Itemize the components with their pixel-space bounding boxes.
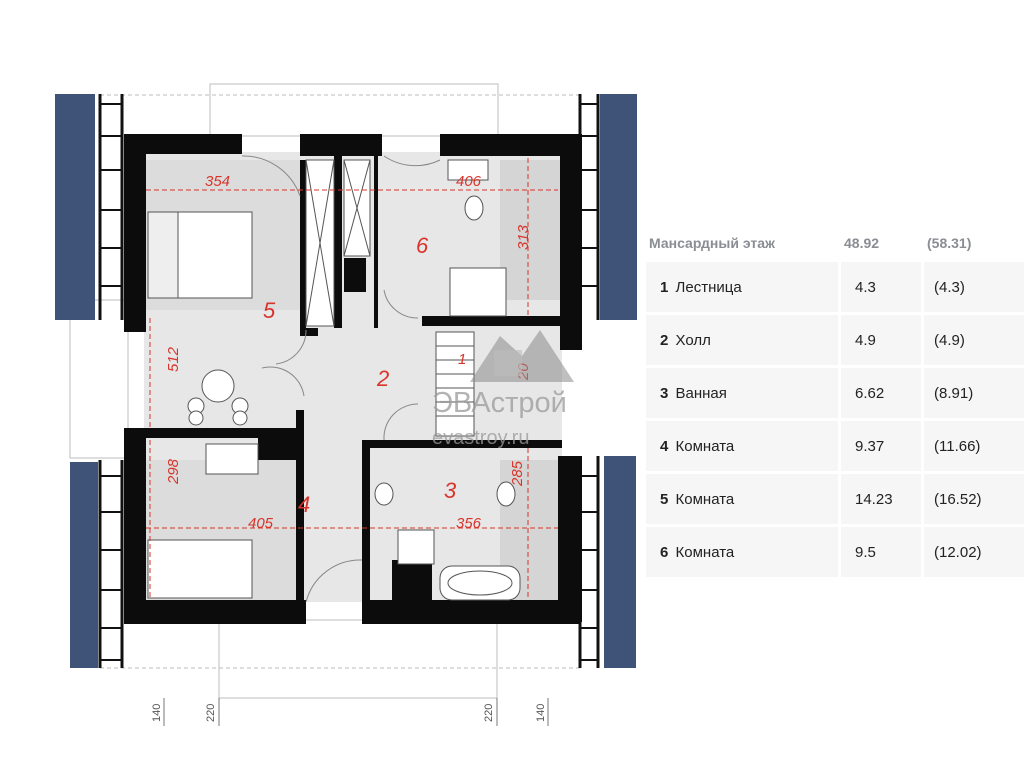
toilet	[464, 195, 484, 221]
room-label-3: 3	[444, 478, 457, 503]
dim-285: 285	[509, 460, 526, 487]
room-area-table: Мансардный этаж 48.92 (58.31) 1 Лестница…	[646, 230, 1024, 580]
stairs	[435, 331, 475, 437]
room-numbers: 5 6 2 4 3	[263, 233, 457, 517]
table	[201, 369, 235, 403]
bottom-dim-140-left: 140	[151, 704, 163, 722]
room-gross-area: (11.66)	[924, 421, 1024, 471]
door-swings	[241, 155, 441, 603]
dim-405: 405	[248, 515, 274, 532]
watermark: ЭВАстрой evastroy.ru	[432, 330, 574, 449]
bed-6	[449, 267, 507, 317]
room-area: 6.62	[841, 368, 924, 418]
room-gross-area: (16.52)	[924, 474, 1024, 524]
roof-panels	[55, 94, 637, 668]
room-number: 4	[660, 437, 669, 455]
room-number: 6	[660, 543, 669, 561]
watermark-title: ЭВАстрой	[432, 387, 567, 419]
table-row: 4 Комната 9.37 (11.66)	[646, 421, 1024, 471]
stair-mark-1: 1	[458, 351, 466, 368]
room-gross-area: (12.02)	[924, 527, 1024, 577]
room-area: 4.9	[841, 315, 924, 365]
bed-4	[147, 539, 253, 599]
bottom-dim-220-right: 220	[483, 704, 495, 722]
room-name: Холл	[675, 331, 711, 349]
table-row: 3 Ванная 6.62 (8.91)	[646, 368, 1024, 418]
room-name: Комната	[675, 543, 735, 561]
furniture	[147, 159, 521, 601]
bottom-dim-220-left: 220	[205, 704, 217, 722]
gross-area-header: (58.31)	[927, 235, 972, 251]
room-area: 9.37	[841, 421, 924, 471]
room-number: 2	[660, 331, 669, 349]
room-name: Лестница	[675, 278, 742, 296]
room-area: 4.3	[841, 262, 924, 312]
sink	[374, 482, 394, 506]
table-row: 2 Холл 4.9 (4.9)	[646, 315, 1024, 365]
room-name: Ванная	[675, 384, 727, 402]
room-gross-area: (8.91)	[924, 368, 1024, 418]
watermark-url: evastroy.ru	[432, 427, 529, 449]
table-row: 6 Комната 9.5 (12.02)	[646, 527, 1024, 577]
table-row: 5 Комната 14.23 (16.52)	[646, 474, 1024, 524]
net-area-header: 48.92	[844, 235, 880, 251]
room-number: 5	[660, 490, 669, 508]
bottom-dim-140-right: 140	[535, 704, 547, 722]
room-label-2: 2	[376, 366, 389, 391]
bottom-dimensions: 140 220 220 140	[151, 704, 547, 722]
floor-plan: 354 406 313 512 298 405 356 285 1 20 5 6…	[55, 83, 637, 726]
room-area: 14.23	[841, 474, 924, 524]
dim-313: 313	[515, 224, 532, 250]
room-gross-area: (4.3)	[924, 262, 1024, 312]
floor-name-header: Мансардный этаж	[649, 235, 775, 251]
room-gross-area: (4.9)	[924, 315, 1024, 365]
room-label-5: 5	[263, 298, 276, 323]
walls	[124, 134, 582, 624]
dim-356: 356	[456, 515, 482, 532]
table-row: 1 Лестница 4.3 (4.3)	[646, 262, 1024, 312]
room-label-6: 6	[416, 233, 429, 258]
dim-406: 406	[456, 173, 482, 190]
bottom-dimension-lines	[163, 698, 549, 726]
dim-298: 298	[165, 458, 182, 485]
room-number: 1	[660, 278, 669, 296]
dim-354: 354	[205, 173, 230, 190]
dimension-labels: 354 406 313 512 298 405 356 285 1 20	[165, 173, 532, 532]
room-label-4: 4	[298, 492, 310, 517]
rafter-rungs	[100, 103, 598, 661]
room-name: Комната	[675, 490, 735, 508]
room-name: Комната	[675, 437, 735, 455]
dim-512: 512	[165, 346, 182, 372]
table-header-row: Мансардный этаж 48.92 (58.31)	[646, 233, 1024, 259]
shower	[397, 529, 435, 565]
room-area: 9.5	[841, 527, 924, 577]
room-number: 3	[660, 384, 669, 402]
dimension-lines	[146, 158, 558, 598]
